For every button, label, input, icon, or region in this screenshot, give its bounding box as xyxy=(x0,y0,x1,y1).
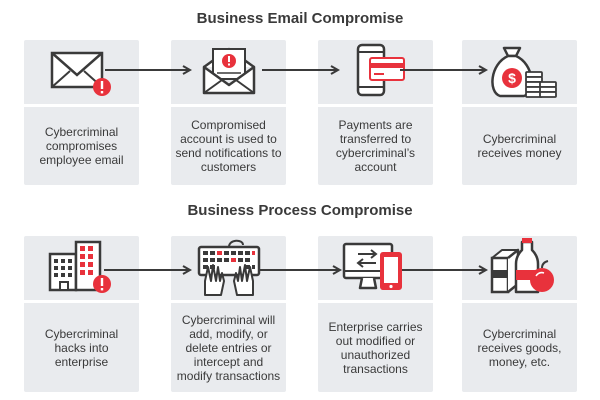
card-divider xyxy=(24,300,139,303)
card-divider xyxy=(171,300,286,303)
bec-step-4-text: Cybercriminal receives money xyxy=(477,132,562,160)
phone-card-icon xyxy=(318,40,433,102)
open-envelope-warning-icon xyxy=(171,40,286,102)
bpc-step-2-text: Cybercriminal will add, modify, or delet… xyxy=(176,312,281,383)
card-divider xyxy=(318,300,433,303)
envelope-warning-icon xyxy=(24,40,139,102)
bpc-step-3-card: Enterprise carries out modified or unaut… xyxy=(318,236,433,392)
bec-step-1-text: Cybercriminal compromises employee email xyxy=(39,125,124,167)
card-divider xyxy=(462,300,577,303)
monitor-tablet-icon xyxy=(318,236,433,298)
card-divider xyxy=(171,104,286,107)
goods-icon xyxy=(462,236,577,298)
money-bag-icon: $ xyxy=(462,40,577,102)
card-divider xyxy=(462,104,577,107)
bec-section-title: Business Email Compromise xyxy=(196,10,404,27)
bpc-step-4-card: Cybercriminal receives goods, money, etc… xyxy=(462,236,577,392)
bpc-section-title: Business Process Compromise xyxy=(187,202,413,219)
card-divider xyxy=(318,104,433,107)
bpc-step-3-text: Enterprise carries out modified or unaut… xyxy=(328,319,423,376)
bpc-step-1-card: Cybercriminal hacks into enterprise xyxy=(24,236,139,392)
bpc-step-1-text: Cybercriminal hacks into enterprise xyxy=(44,326,119,369)
bpc-step-4-text: Cybercriminal receives goods, money, etc… xyxy=(477,326,562,369)
hands-keyboard-icon xyxy=(171,236,286,298)
bpc-step-2-card: Cybercriminal will add, modify, or delet… xyxy=(171,236,286,392)
building-warning-icon xyxy=(24,236,139,298)
bec-step-2-card: Compromised account is used to send noti… xyxy=(171,40,286,185)
bec-step-4-card: $ Cybercriminal receives money xyxy=(462,40,577,185)
bec-step-3-text: Payments are transferred to cybercrimina… xyxy=(335,118,416,174)
bec-step-3-card: Payments are transferred to cybercrimina… xyxy=(318,40,433,185)
svg-text:$: $ xyxy=(508,70,516,86)
card-divider xyxy=(24,104,139,107)
bec-step-2-text: Compromised account is used to send noti… xyxy=(175,118,282,174)
bec-step-1-card: Cybercriminal compromises employee email xyxy=(24,40,139,185)
